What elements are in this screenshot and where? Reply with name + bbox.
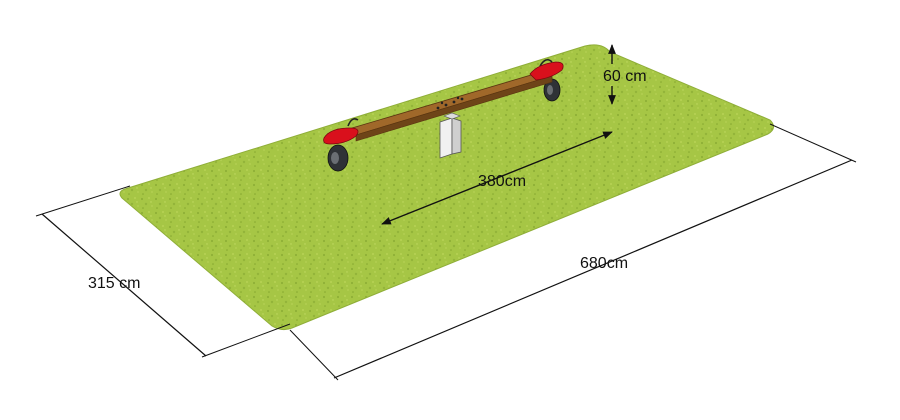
width-dimension: 315 cm <box>35 185 291 358</box>
seesaw-seat-near <box>323 118 359 145</box>
seesaw-post <box>439 112 462 159</box>
seesaw-equipment-icon <box>323 58 564 172</box>
length-label: 680cm <box>580 255 628 272</box>
grass-area <box>119 44 774 331</box>
height-dimension: 60 cm <box>603 44 647 105</box>
width-dimension-line <box>41 213 207 357</box>
seesaw-seat-far <box>529 58 564 81</box>
length-dimension-line <box>333 159 853 379</box>
width-extension-top <box>35 185 131 217</box>
width-label: 315 cm <box>88 275 140 292</box>
seesaw-length-arrow <box>381 131 613 225</box>
length-extension-left <box>289 329 339 381</box>
length-dimension: 680cm <box>289 123 857 381</box>
seesaw-tyre-near <box>327 144 349 172</box>
width-extension-bottom <box>201 323 291 358</box>
seesaw-length-dimension: 380cm <box>381 131 613 225</box>
height-label: 60 cm <box>603 68 647 85</box>
seesaw-length-label: 380cm <box>478 173 526 190</box>
length-extension-right <box>769 123 857 163</box>
